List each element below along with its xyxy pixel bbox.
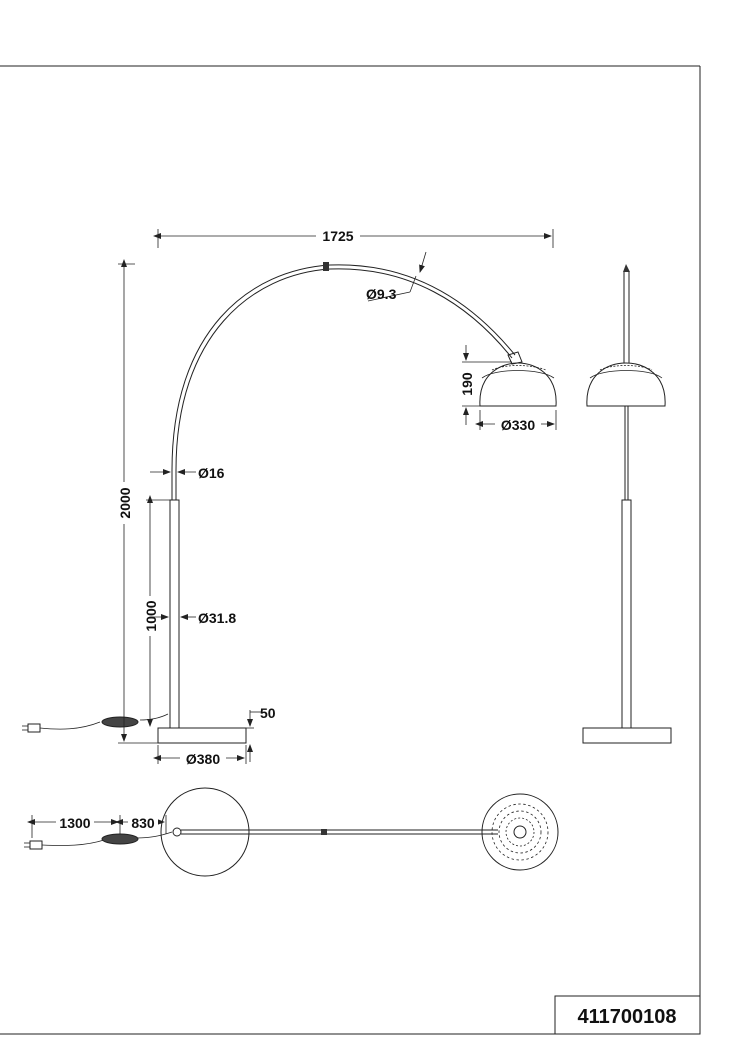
dim-pole-diameter: Ø31.8 bbox=[198, 610, 236, 626]
plug bbox=[27, 723, 41, 733]
top-shade-circle bbox=[481, 793, 559, 871]
dim-shade-diameter: Ø330 bbox=[501, 417, 535, 433]
dim-shade-height: 190 bbox=[459, 372, 475, 396]
drawing-frame bbox=[0, 65, 701, 1035]
top-base-circle bbox=[160, 787, 250, 877]
dim-base-diameter: Ø380 bbox=[186, 751, 220, 767]
dim-base-height: 50 bbox=[260, 705, 276, 721]
lamp-shade bbox=[479, 362, 557, 407]
lamp-base bbox=[157, 727, 247, 744]
dim-switch-distance: 830 bbox=[131, 815, 155, 831]
side-view bbox=[582, 264, 672, 744]
lamp-pole bbox=[169, 499, 180, 729]
arc-joint bbox=[323, 262, 329, 271]
dim-cable-length: 1300 bbox=[59, 815, 90, 831]
dim-arc-tube-diameter: Ø9.3 bbox=[366, 286, 397, 302]
dim-arc-width: 1725 bbox=[322, 228, 353, 244]
title-block bbox=[554, 995, 701, 1035]
front-view-dimensions: 1725 Ø9.3 190 Ø330 Ø16 2000 1000 bbox=[116, 226, 557, 767]
top-view bbox=[24, 787, 559, 877]
power-cable bbox=[39, 713, 169, 730]
dim-upper-tube-diameter: Ø16 bbox=[198, 465, 225, 481]
dim-total-height: 2000 bbox=[117, 487, 133, 518]
arc-tube bbox=[171, 264, 516, 500]
dim-lower-height: 1000 bbox=[143, 600, 159, 631]
part-number: 411700108 bbox=[577, 1006, 676, 1028]
top-view-dimensions: 1300 830 bbox=[27, 813, 167, 838]
foot-switch bbox=[101, 716, 139, 728]
front-view bbox=[22, 262, 557, 744]
